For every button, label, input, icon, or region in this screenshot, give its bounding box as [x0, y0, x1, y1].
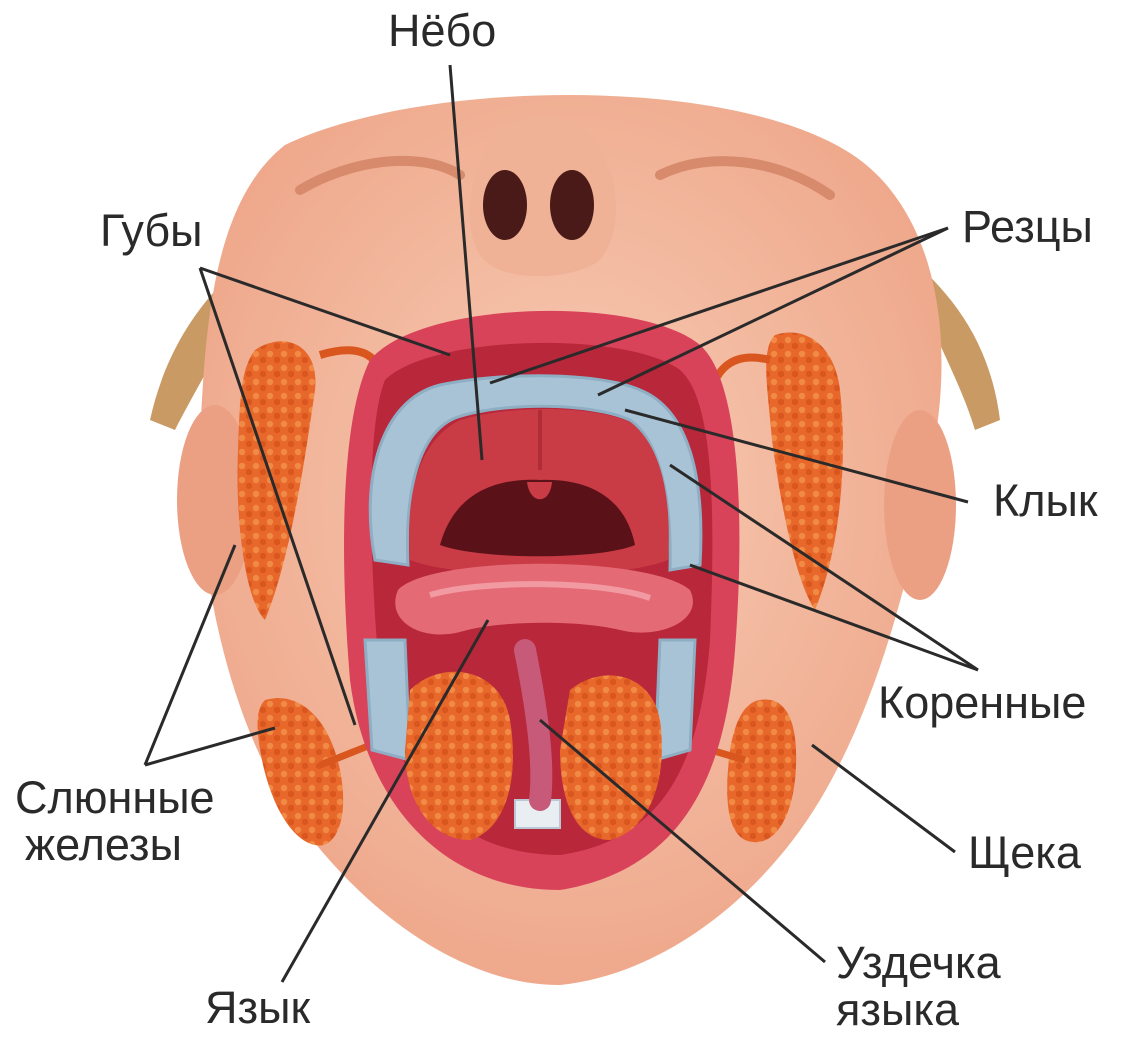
- leader-glands-2: [145, 728, 275, 765]
- leader-molars-1: [670, 465, 978, 670]
- leader-frenulum: [540, 720, 825, 962]
- leader-incisors-2: [598, 228, 948, 395]
- label-lips: Губы: [100, 208, 202, 254]
- leader-incisors-1: [490, 228, 948, 383]
- leader-tongue: [282, 620, 488, 982]
- label-glands-line1: Слюнные: [15, 775, 215, 821]
- leader-palate: [450, 65, 482, 460]
- label-incisors: Резцы: [962, 204, 1093, 250]
- leader-molars-2: [690, 565, 978, 670]
- label-frenulum-line1: Уздечка: [836, 940, 1001, 986]
- label-molars: Коренные: [878, 680, 1086, 726]
- leader-glands-1: [145, 545, 235, 765]
- label-tongue: Язык: [205, 985, 310, 1031]
- label-palate: Нёбо: [388, 8, 496, 54]
- leader-canine: [625, 410, 968, 502]
- label-frenulum-line2: языка: [836, 987, 959, 1033]
- leader-lips-2: [200, 268, 355, 725]
- leader-lips-1: [200, 268, 450, 355]
- label-glands-line2: железы: [25, 822, 182, 868]
- leader-cheek: [812, 745, 955, 852]
- label-canine: Клык: [993, 478, 1098, 524]
- label-cheek: Щека: [968, 830, 1081, 876]
